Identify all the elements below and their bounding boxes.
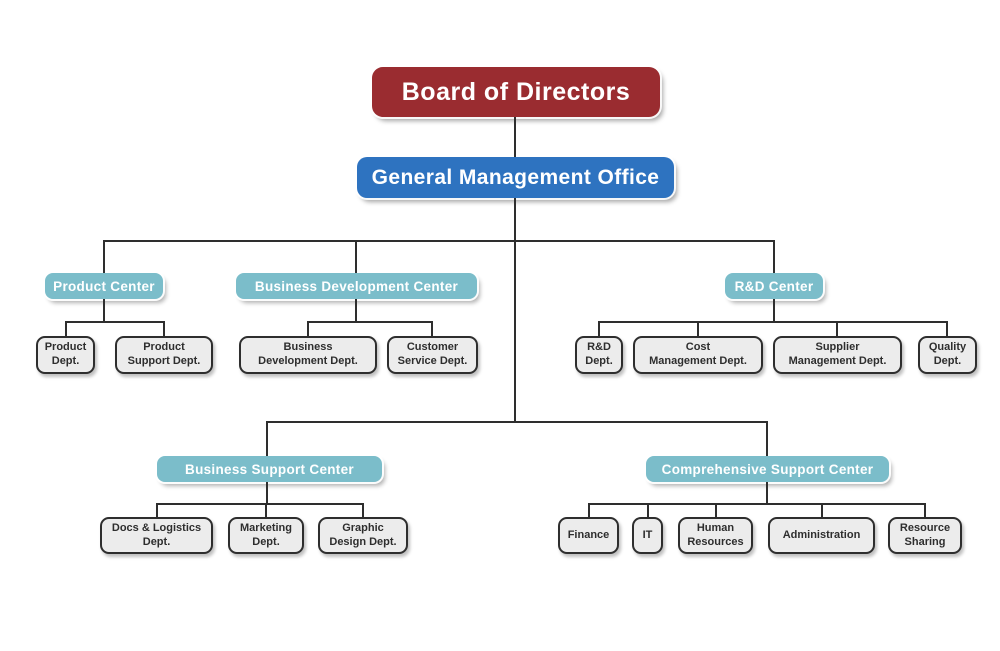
- connector-line: [821, 504, 823, 517]
- node-it-dept: IT: [632, 517, 663, 554]
- connector-line: [65, 322, 67, 336]
- connector-line: [588, 503, 926, 505]
- connector-line: [836, 322, 838, 336]
- connector-line: [103, 240, 775, 242]
- connector-line: [307, 321, 433, 323]
- node-marketing-dept: Marketing Dept.: [228, 517, 304, 554]
- connector-line: [362, 504, 364, 517]
- connector-line: [924, 504, 926, 517]
- node-general-management-office: General Management Office: [357, 157, 674, 198]
- connector-line: [588, 504, 590, 517]
- connector-line: [307, 322, 309, 336]
- connector-line: [946, 322, 948, 336]
- node-business-support-center: Business Support Center: [157, 456, 382, 482]
- connector-line: [103, 299, 105, 322]
- connector-line: [514, 117, 516, 157]
- node-rd-center: R&D Center: [725, 273, 823, 299]
- connector-line: [163, 322, 165, 336]
- connector-line: [431, 322, 433, 336]
- node-administration-dept: Administration: [768, 517, 875, 554]
- connector-line: [103, 241, 105, 273]
- node-product-support-dept: Product Support Dept.: [115, 336, 213, 374]
- connector-line: [773, 299, 775, 322]
- node-graphic-design-dept: Graphic Design Dept.: [318, 517, 408, 554]
- node-business-development-dept: Business Development Dept.: [239, 336, 377, 374]
- connector-line: [514, 198, 516, 241]
- node-product-center: Product Center: [45, 273, 163, 299]
- node-resource-sharing-dept: Resource Sharing: [888, 517, 962, 554]
- node-business-development-center: Business Development Center: [236, 273, 477, 299]
- connector-line: [697, 322, 699, 336]
- connector-line: [355, 241, 357, 273]
- connector-line: [65, 321, 165, 323]
- node-board-of-directors: Board of Directors: [372, 67, 660, 117]
- connector-line: [647, 504, 649, 517]
- connector-line: [156, 503, 364, 505]
- connector-line: [715, 504, 717, 517]
- node-docs-logistics-dept: Docs & Logistics Dept.: [100, 517, 213, 554]
- connector-line: [156, 504, 158, 517]
- node-finance-dept: Finance: [558, 517, 619, 554]
- node-supplier-management-dept: Supplier Management Dept.: [773, 336, 902, 374]
- connector-line: [514, 241, 516, 423]
- connector-line: [266, 482, 268, 504]
- node-comprehensive-support-center: Comprehensive Support Center: [646, 456, 889, 482]
- node-product-dept: Product Dept.: [36, 336, 95, 374]
- connector-line: [266, 422, 268, 456]
- node-rd-dept: R&D Dept.: [575, 336, 623, 374]
- connector-line: [265, 504, 267, 517]
- connector-line: [598, 322, 600, 336]
- node-human-resources-dept: Human Resources: [678, 517, 753, 554]
- node-customer-service-dept: Customer Service Dept.: [387, 336, 478, 374]
- connector-line: [766, 422, 768, 456]
- connector-line: [598, 321, 948, 323]
- connector-line: [766, 482, 768, 504]
- connector-line: [773, 241, 775, 273]
- connector-line: [355, 299, 357, 322]
- node-cost-management-dept: Cost Management Dept.: [633, 336, 763, 374]
- connector-line: [266, 421, 768, 423]
- node-quality-dept: Quality Dept.: [918, 336, 977, 374]
